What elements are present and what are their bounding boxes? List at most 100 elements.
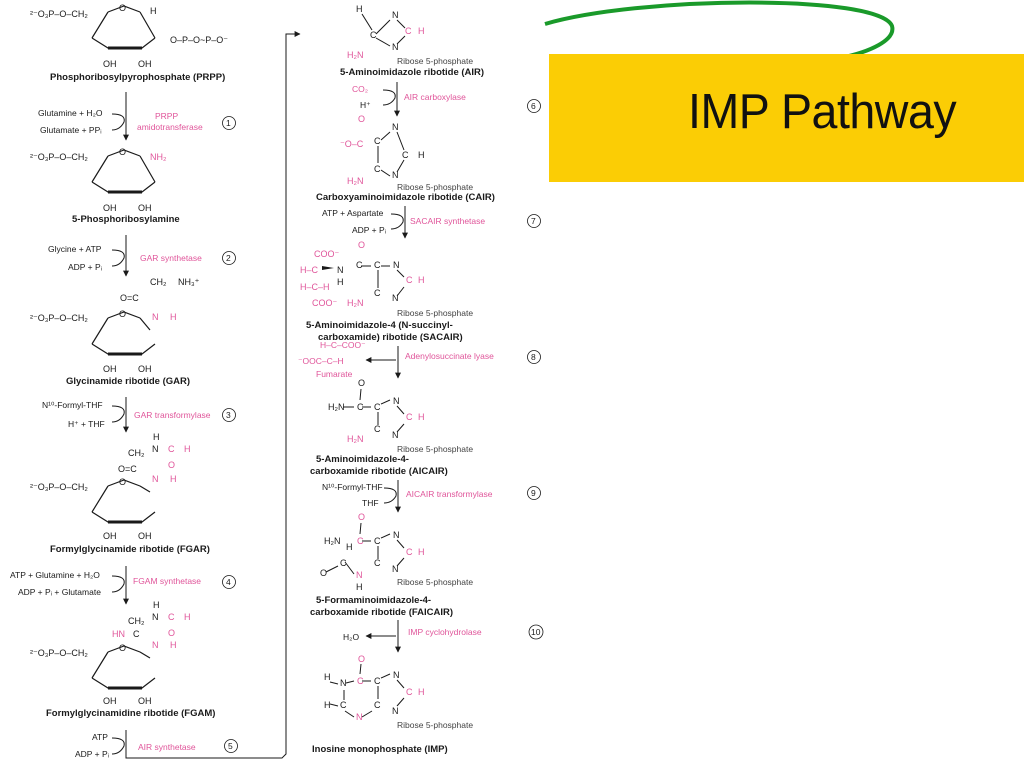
hydroxyl-label: OH: [103, 203, 117, 213]
pra-structure: ²⁻O₃P–O–CH₂ O NH₂ OH OH 5-Phosphoribosyl…: [30, 147, 180, 225]
step-4-input: ATP + Glutamine + H₂O: [10, 570, 100, 580]
aicair-structure: O H₂N C C N C H C N H₂N Ribose 5-phospha…: [310, 378, 473, 477]
ribose-label: Ribose 5-phosphate: [397, 182, 473, 192]
alpha-hc-label: H–C: [300, 265, 319, 275]
step-2-enzyme: GAR synthetase: [140, 253, 202, 263]
ring-n-label: N: [392, 564, 399, 574]
ring-n-label: N: [393, 396, 400, 406]
ring-n-label: N: [392, 42, 399, 52]
step-5-input: ATP: [92, 732, 108, 742]
step-2-input: Glycine + ATP: [48, 244, 102, 254]
amine-label: H₂N: [347, 50, 364, 60]
ribose-label: Ribose 5-phosphate: [397, 444, 473, 454]
amide-c-label: C: [357, 536, 364, 546]
compound-name-pra: 5-Phosphoribosylamine: [72, 214, 180, 225]
anomeric-h-label: H: [150, 6, 157, 16]
compound-name-faicair-2: carboxamide ribotide (FAICAIR): [310, 607, 453, 618]
hydroxyl-label: OH: [138, 203, 152, 213]
ch2-label: CH₂: [128, 616, 145, 626]
air-structure: H C N C H N H₂N Ribose 5-phosphate 5-Ami…: [340, 4, 484, 78]
imp-structure: O H N C C N C H H C C N N Ribose 5-phosp…: [312, 654, 473, 755]
amide-h-label: H: [170, 312, 177, 322]
formyl-c-label: C: [168, 612, 175, 622]
ring-c-label: C: [374, 164, 381, 174]
ring-n-label: N: [392, 706, 399, 716]
ring-n-label: N: [393, 260, 400, 270]
phosphate-group-label: ²⁻O₃P–O–CH₂: [30, 9, 88, 19]
decorative-swoosh: [544, 0, 895, 60]
formamido-n-label: N: [356, 570, 363, 580]
step-3-number: 3: [226, 410, 231, 420]
step-8-output-2: ⁻OOC–C–H: [298, 356, 344, 366]
step-10-enzyme: IMP cyclohydrolase: [408, 627, 482, 637]
phosphate-group-label: ²⁻O₃P–O–CH₂: [30, 482, 88, 492]
step-1-enzyme: amidotransferase: [137, 122, 203, 132]
ring-n-label: N: [392, 122, 399, 132]
ring-h-label: H: [418, 150, 425, 160]
amine-label: H₂N: [347, 176, 364, 186]
formyl-c-label: C: [340, 558, 347, 568]
ring-c-label: C: [374, 700, 381, 710]
step-4-enzyme: FGAM synthetase: [133, 576, 201, 586]
step-3: N¹⁰-Formyl-THF H⁺ + THF GAR transformyla…: [42, 397, 236, 433]
step-1: Glutamine + H₂O Glutamate + PPᵢ PRPP ami…: [38, 92, 236, 141]
ring-oxygen-label: O: [119, 477, 126, 487]
formyl-h-label: H: [184, 612, 191, 622]
step-3-input: N¹⁰-Formyl-THF: [42, 400, 103, 410]
ring-c-label: C: [374, 136, 381, 146]
step-3-output: H⁺ + THF: [68, 419, 105, 429]
amide-h-label: H: [337, 277, 344, 287]
compound-name-fgam: Formylglycinamidine ribotide (FGAM): [46, 708, 215, 719]
amide-n-label: N: [152, 640, 159, 650]
amine-label: H₂N: [347, 434, 364, 444]
step-1-number: 1: [226, 118, 231, 128]
h-label: H: [153, 432, 160, 442]
formamido-h-label: H: [356, 582, 363, 592]
step-3-enzyme: GAR transformylase: [134, 410, 211, 420]
ring-c-label: C: [374, 260, 381, 270]
step-7-output: ADP + Pᵢ: [352, 225, 386, 235]
step-1-output: Glutamate + PPᵢ: [40, 125, 102, 135]
ring-c-label: C: [370, 30, 377, 40]
step-1-input: Glutamine + H₂O: [38, 108, 103, 118]
ribose-label: Ribose 5-phosphate: [397, 56, 473, 66]
ring-n-label: N: [393, 530, 400, 540]
green-swoosh-curve: [544, 0, 895, 60]
hydroxyl-label: OH: [103, 364, 117, 374]
carboxyl-label: ⁻O–C: [340, 139, 364, 149]
sacair-structure: COO⁻ O H–C N H C C N C H H–C–H C N H₂N C…: [300, 240, 473, 343]
phosphate-group-label: ²⁻O₃P–O–CH₂: [30, 152, 88, 162]
hydroxyl-label: OH: [138, 531, 152, 541]
compound-name-sacair-1: 5-Aminoimidazole-4 (N-succinyl-: [306, 320, 453, 331]
ribose-label: Ribose 5-phosphate: [397, 308, 473, 318]
step-8-enzyme: Adenylosuccinate lyase: [405, 351, 494, 361]
step-5: ATP ADP + Pᵢ AIR synthetase 5: [75, 31, 301, 759]
carboxylate-label: COO⁻: [314, 249, 340, 259]
step-4-output: ADP + Pᵢ + Glutamate: [18, 587, 101, 597]
carbonyl-o-label: O: [358, 512, 365, 522]
amide-n-label: N: [152, 312, 159, 322]
carboxylate-label: COO⁻: [312, 298, 338, 308]
h-label: H: [153, 600, 160, 610]
h-label: H: [324, 700, 331, 710]
ring-c-label: C: [374, 536, 381, 546]
step-6-enzyme: AIR carboxylase: [404, 92, 466, 102]
step-8-number: 8: [531, 352, 536, 362]
imine-hn-label: HN: [112, 629, 125, 639]
step-8-output-3: Fumarate: [316, 369, 353, 379]
step-5-output: ADP + Pᵢ: [75, 749, 109, 759]
hydroxyl-label: OH: [138, 364, 152, 374]
h-label: H: [356, 4, 363, 14]
ring-c-label: C: [374, 424, 381, 434]
ribose-label: Ribose 5-phosphate: [397, 577, 473, 587]
step-9-input: N¹⁰-Formyl-THF: [322, 482, 383, 492]
amide-n-label: N: [337, 265, 344, 275]
compound-name-faicair-1: 5-Formaminoimidazole-4-: [316, 595, 431, 606]
ring-h-label: H: [418, 26, 425, 36]
amide-c-label: C: [357, 402, 364, 412]
formyl-o-label: O: [168, 460, 175, 470]
faicair-structure: O H₂N H C C N C H C C O N H N Ribose 5-p…: [310, 512, 473, 618]
ring-h-label: H: [418, 275, 425, 285]
ring-n-label: N: [392, 170, 399, 180]
step-4-number: 4: [226, 577, 231, 587]
